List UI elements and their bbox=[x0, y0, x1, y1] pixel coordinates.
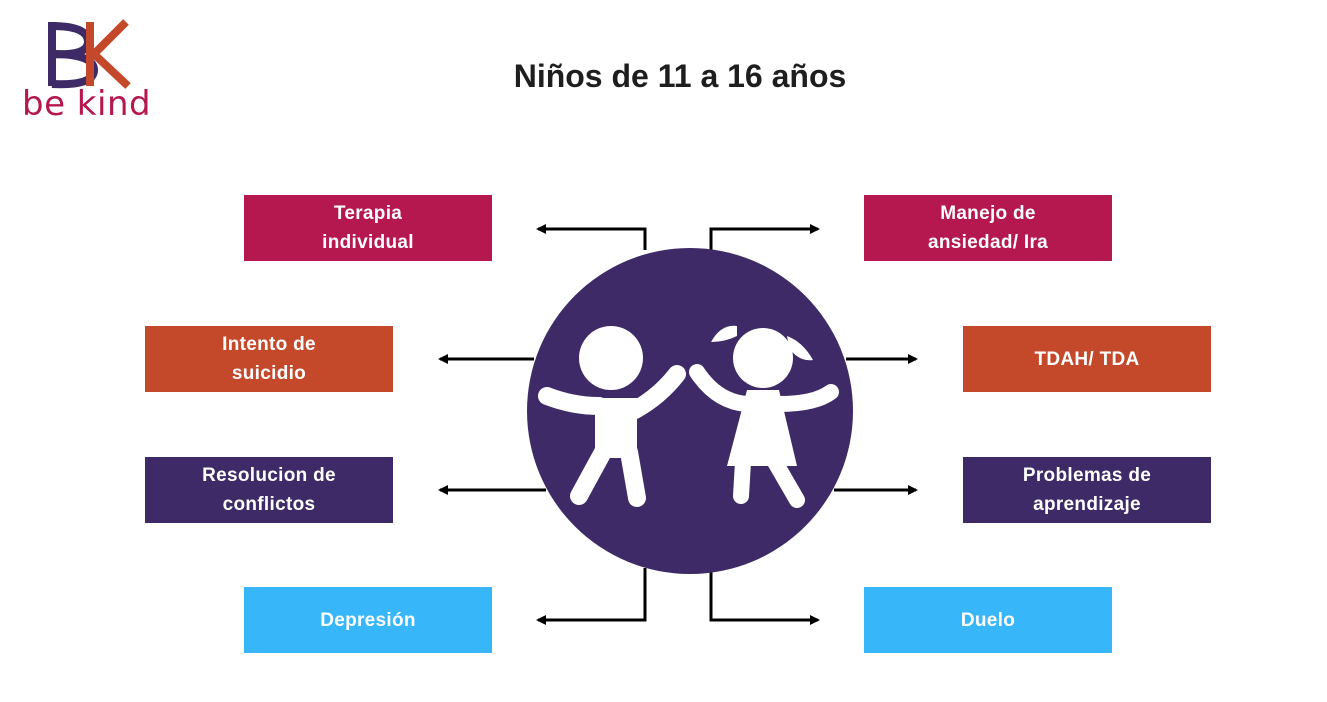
logo-text: be kind bbox=[22, 84, 152, 124]
box-label: TDAH/ TDA bbox=[1034, 348, 1140, 370]
box-terapia-individual: Terapia individual bbox=[244, 195, 492, 261]
box-label: Duelo bbox=[960, 609, 1016, 631]
brand-logo: be kind bbox=[20, 18, 160, 128]
box-resolucion-conflictos: Resolucion de conflictos bbox=[145, 457, 393, 523]
box-tdah: TDAH/ TDA bbox=[963, 326, 1211, 392]
arrow-manejo bbox=[709, 224, 820, 250]
box-label: Manejo de ansiedad/ Ira bbox=[927, 203, 1049, 253]
box-label: Resolucion de conflictos bbox=[202, 465, 336, 515]
arrow-depresion bbox=[536, 568, 647, 625]
center-circle bbox=[525, 246, 855, 576]
children-playing-icon bbox=[527, 248, 853, 574]
bk-monogram-icon bbox=[48, 19, 131, 89]
box-label: Terapia individual bbox=[322, 203, 414, 253]
box-label: Depresión bbox=[320, 609, 416, 631]
page-title: Niños de 11 a 16 años bbox=[513, 58, 847, 94]
arrow-terapia bbox=[536, 224, 647, 250]
box-depresion: Depresión bbox=[244, 587, 492, 653]
box-label: Intento de suicidio bbox=[222, 334, 316, 384]
box-manejo-ansiedad: Manejo de ansiedad/ Ira bbox=[864, 195, 1112, 261]
box-problemas-aprendizaje: Problemas de aprendizaje bbox=[963, 457, 1211, 523]
box-intento-suicidio: Intento de suicidio bbox=[145, 326, 393, 392]
box-duelo: Duelo bbox=[864, 587, 1112, 653]
arrow-duelo bbox=[709, 568, 820, 625]
box-label: Problemas de aprendizaje bbox=[1022, 465, 1152, 515]
